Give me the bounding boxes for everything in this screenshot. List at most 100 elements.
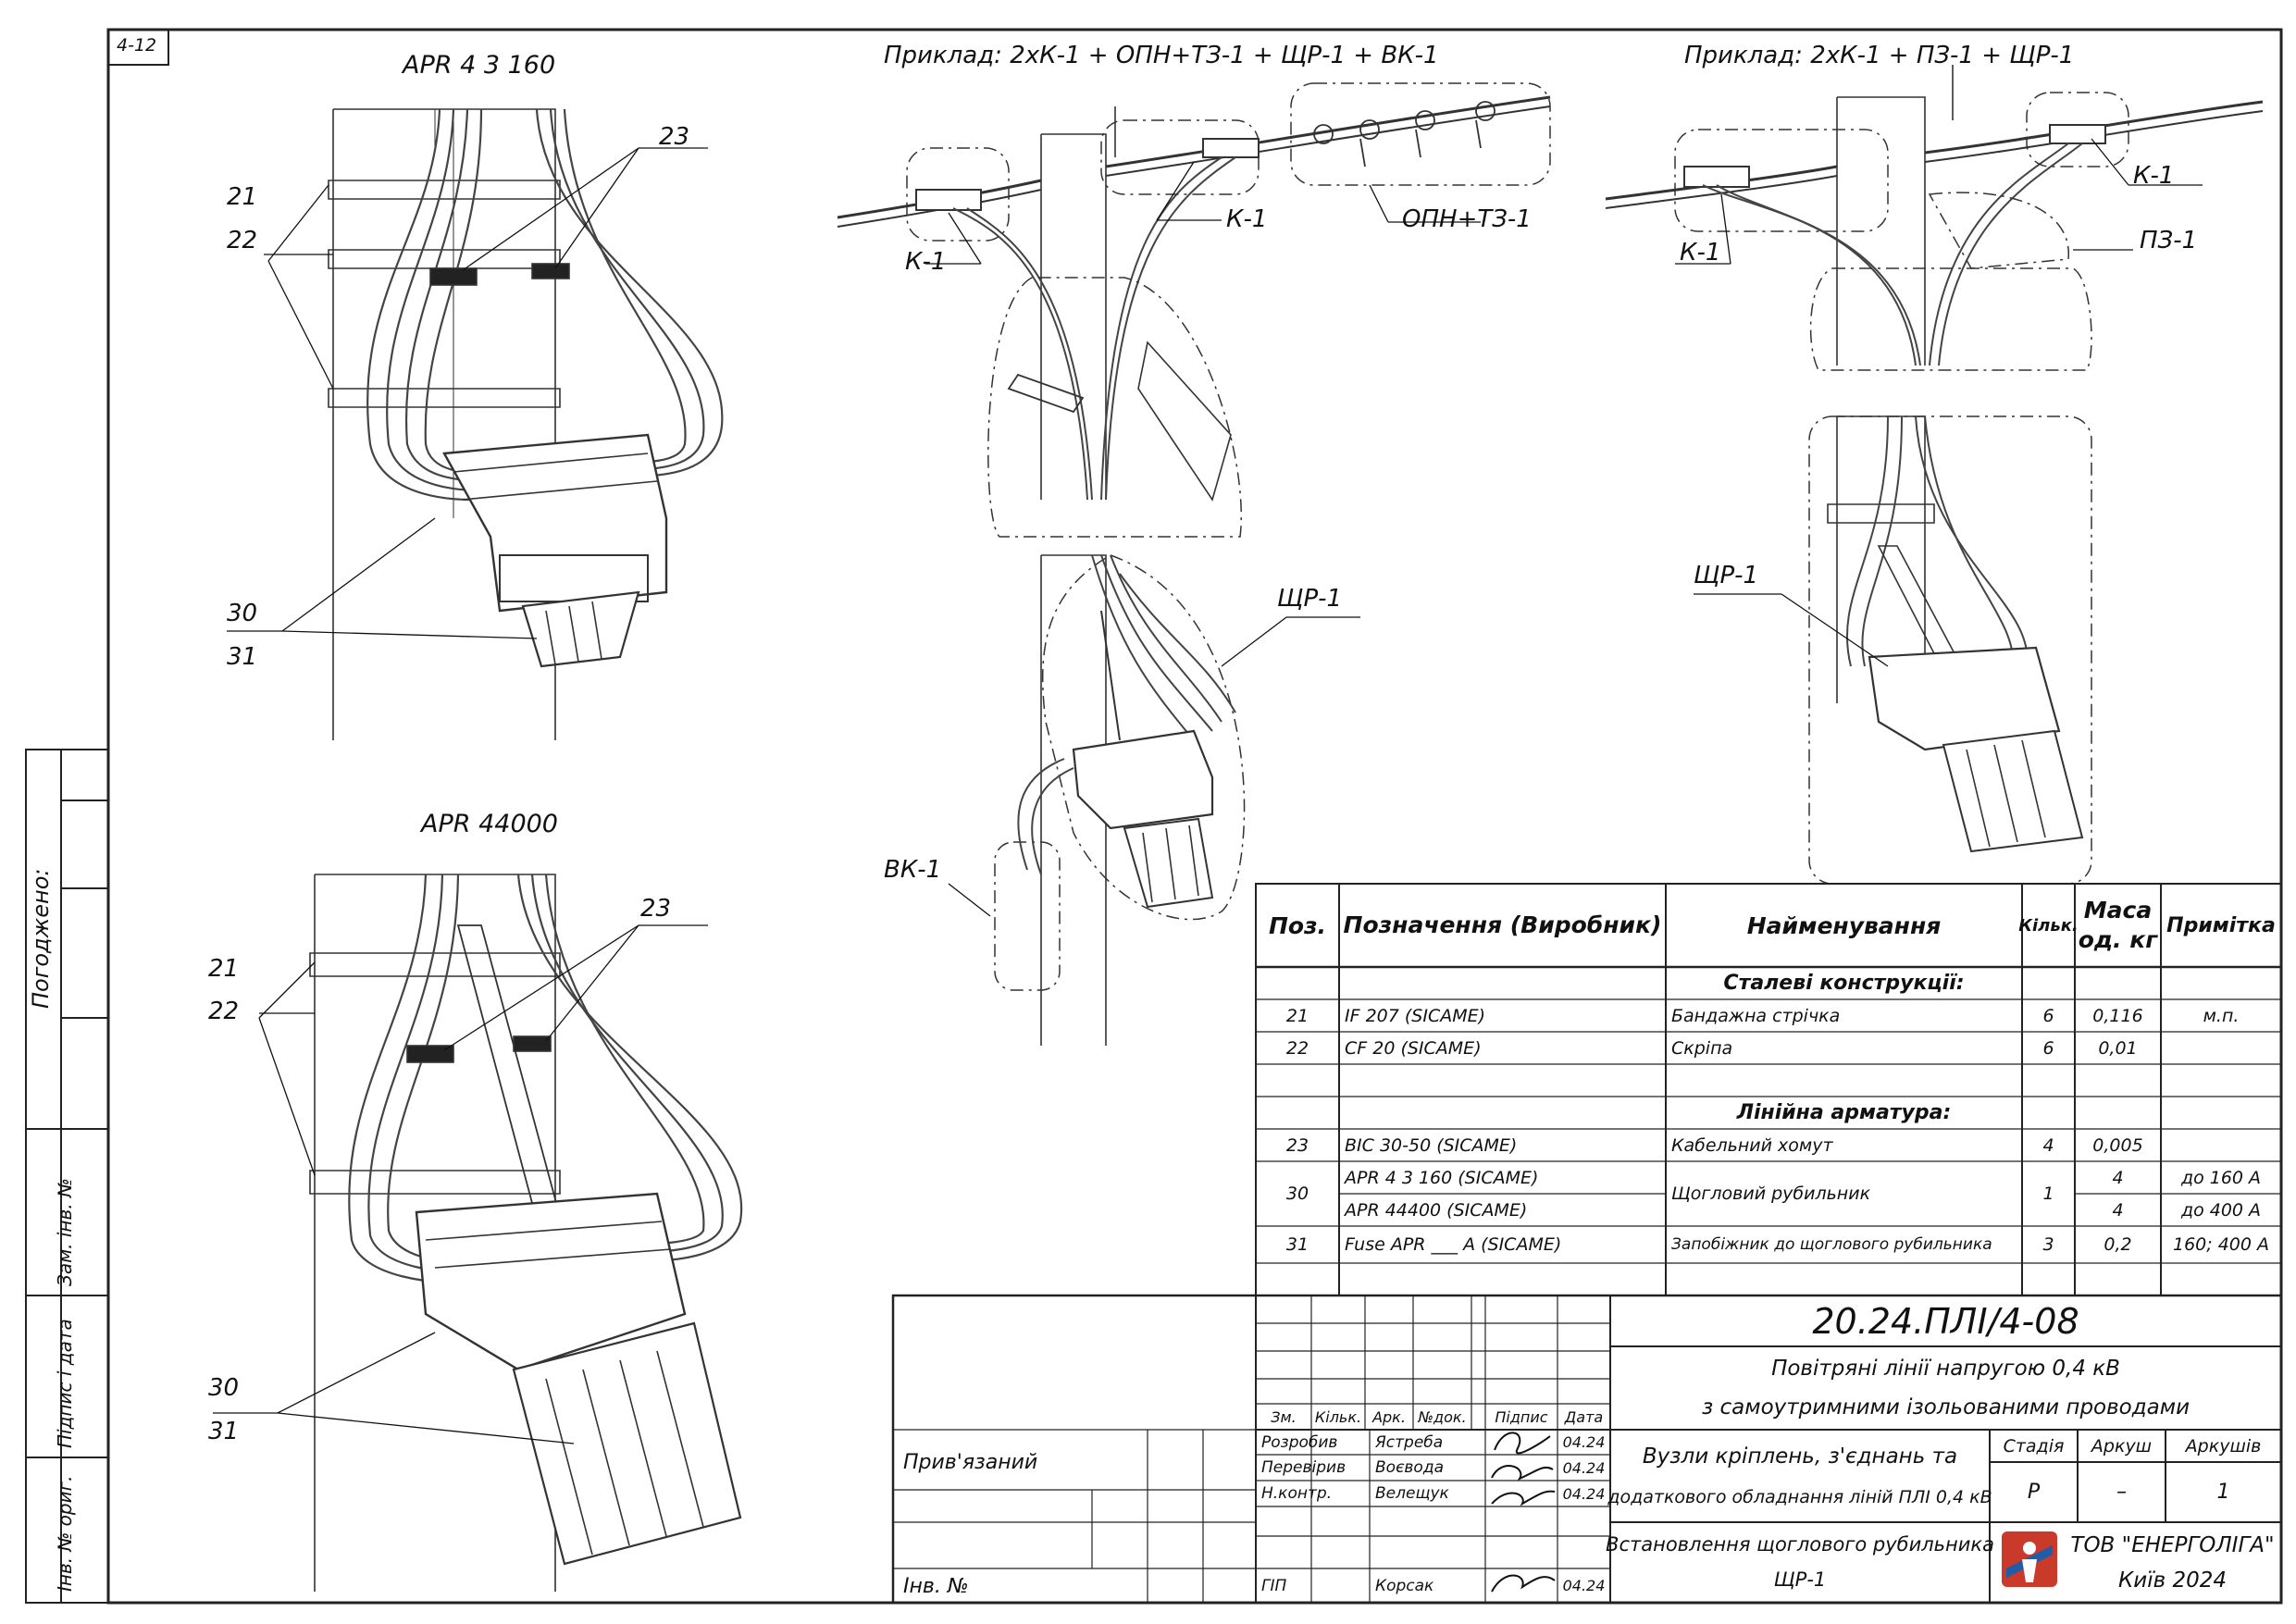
sheets-value: 1 [2216,1481,2230,1504]
sheet-code-box [107,29,169,66]
view-example2-title: Приклад: 2хК-1 + ПЗ-1 + ЩР-1 [1684,42,2075,69]
drawing-line-1: Встановлення щоглового рубильника [1606,1533,1994,1556]
view-apr44-drawing [213,874,743,1592]
spec-row-23-qty: 4 [2042,1134,2054,1156]
view-example1-title: Приклад: 2хК-1 + ОПН+ТЗ-1 + ЩР-1 + ВК-1 [884,42,1439,69]
company-city-year: Київ 2024 [2117,1568,2228,1593]
view-apr44-title: APR 44000 [421,810,558,838]
date-norm-control: 04.24 [1562,1484,1606,1503]
spec-row-30-name: Щогловий рубильник [1671,1184,1871,1204]
view-example1-drawing [837,82,1551,1046]
apr44-label-31: 31 [208,1418,240,1445]
spec-row-30b-mass: 4 [2112,1199,2124,1221]
company-logo-icon [2002,1531,2057,1587]
spec-section-steel: Сталеві конструкції: [1723,972,1965,995]
spec-row-30a-mass: 4 [2112,1167,2124,1188]
example2-label-k1-left: К-1 [1680,239,1721,267]
spec-table-grid [1255,883,2282,1296]
date-gip: 04.24 [1562,1577,1606,1594]
sheets-header: Аркушів [2185,1435,2262,1457]
spec-row-21-mass: 0,116 [2092,1005,2143,1026]
signatures [1491,1432,1556,1593]
apr44-label-22: 22 [208,998,240,1025]
spec-row-23-pos: 23 [1285,1134,1309,1156]
example2-label-pz: ПЗ-1 [2140,227,2198,254]
side-sign-date: Підпис і дата [54,1319,76,1448]
sheet-value: – [2116,1481,2127,1504]
spec-row-30a-designation: APR 4 3 160 (SICAME) [1345,1167,1539,1188]
view-example2-drawing [1605,65,2264,885]
spec-row-31-pos: 31 [1285,1234,1309,1255]
spec-row-30a-note: до 160 А [2180,1167,2262,1188]
side-inv-orig: Інв. № ориг. [54,1475,76,1592]
example1-label-shr: ЩР-1 [1277,585,1343,613]
spec-row-31-mass: 0,2 [2104,1234,2132,1255]
view-apr4-title: APR 4 3 160 [403,51,556,80]
section-line-2: додаткового обладнання ліній ПЛІ 0,4 кВ [1607,1487,1992,1507]
stage-value: Р [2027,1481,2041,1504]
spec-header-note: Примітка [2166,913,2276,937]
role-norm-control: Н.контр. [1261,1484,1333,1503]
apr44-label-30: 30 [208,1374,240,1402]
apr4-label-22: 22 [227,227,258,254]
spec-row-31-name: Запобіжник до щоглового рубильника [1671,1235,1992,1254]
role-checked: Перевірив [1261,1458,1347,1477]
spec-row-31-qty: 3 [2042,1234,2054,1255]
spec-row-31-designation: Fuse APR ___ A (SICAME) [1345,1234,1562,1255]
name-norm-control: Велещук [1375,1484,1449,1503]
date-developed: 04.24 [1562,1433,1606,1451]
stage-header: Стадія [2003,1435,2065,1457]
spec-row-23-name: Кабельний хомут [1671,1134,1833,1156]
apr4-label-21: 21 [227,183,258,211]
spec-row-30-qty: 1 [2042,1184,2054,1204]
inv-label: Інв. № [903,1575,969,1598]
spec-row-23-mass: 0,005 [2092,1134,2143,1156]
drawing-line-2: ЩР-1 [1773,1568,1827,1591]
date-checked: 04.24 [1562,1458,1606,1477]
apr44-label-23: 23 [640,895,672,923]
name-developed: Ястреба [1375,1432,1444,1452]
role-developed: Розробив [1261,1432,1338,1452]
sheet-code: 4-12 [117,35,157,56]
spec-row-22-qty: 6 [2042,1037,2054,1059]
spec-row-30b-note: до 400 А [2180,1199,2262,1221]
spec-row-31-note: 160; 400 А [2172,1234,2269,1255]
role-gip: ГІП [1261,1576,1287,1595]
apr4-label-23: 23 [659,123,690,151]
spec-header-mass: Маса од. кг [2078,897,2158,953]
title-block-grid [891,1294,2283,1605]
spec-row-21-pos: 21 [1285,1005,1309,1026]
side-stamp-strip [25,749,109,1604]
example1-label-k1-left: К-1 [905,248,947,276]
col-head-sign: Підпис [1495,1407,1548,1426]
spec-row-22-name: Скріпа [1671,1037,1733,1059]
spec-header-designation: Позначення (Виробник) [1343,911,1662,938]
example1-label-k1-right: К-1 [1226,205,1268,233]
example2-label-shr: ЩР-1 [1694,562,1759,589]
spec-row-21-designation: IF 207 (SICAME) [1345,1005,1486,1026]
side-agreed: Погоджено: [28,868,54,1009]
example2-label-k1-right: К-1 [2133,162,2175,190]
col-head-zm: Зм. [1271,1407,1297,1426]
doc-number: 20.24.ПЛІ/4-08 [1812,1300,2079,1342]
name-gip: Корсак [1375,1576,1434,1595]
spec-row-21-name: Бандажна стрічка [1671,1005,1841,1026]
apr4-label-30: 30 [227,600,258,627]
view-apr4-drawing [227,108,724,740]
sheet-header: Аркуш [2091,1435,2153,1457]
spec-row-22-designation: CF 20 (SICAME) [1345,1037,1482,1059]
spec-header-pos: Поз. [1268,911,1327,939]
section-line-1: Вузли кріплень, з'єднань та [1642,1444,1958,1469]
project-line-2: з самоутримними ізольованими проводами [1701,1395,2191,1419]
spec-row-21-note: м.п. [2203,1005,2240,1026]
spec-header-name: Найменування [1746,911,1942,939]
col-head-qty: Кільк. [1314,1407,1362,1426]
side-replace-inv: Зам. інв. № [54,1178,76,1286]
col-head-date: Дата [1564,1407,1604,1426]
spec-row-23-designation: BIC 30-50 (SICAME) [1345,1134,1518,1156]
col-head-ark: Арк. [1372,1407,1406,1426]
example1-label-vk: ВК-1 [884,856,942,884]
spec-row-22-pos: 22 [1285,1037,1309,1059]
spec-row-21-qty: 6 [2042,1005,2054,1026]
